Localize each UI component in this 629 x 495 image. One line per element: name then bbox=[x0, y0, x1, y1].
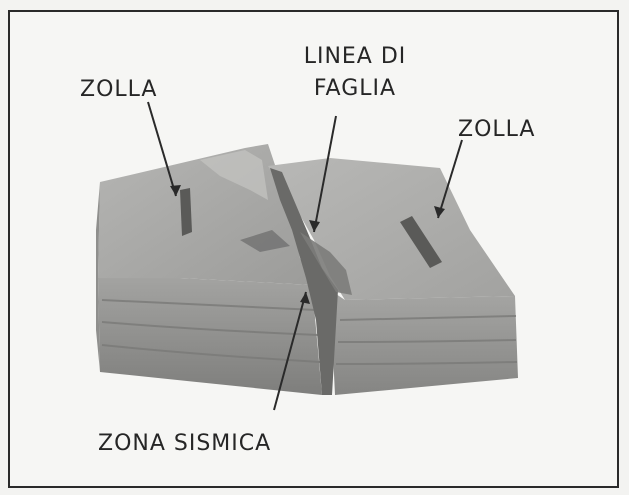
label-fault-line-bottom: FAGLIA bbox=[313, 76, 397, 101]
pointer-zolla-right bbox=[437, 139, 463, 219]
left-plate-side bbox=[96, 182, 100, 372]
pointer-zona-sismica bbox=[273, 291, 307, 411]
label-fault-line-top: LINEA DI bbox=[303, 44, 407, 69]
label-seismic-zone: ZONA SISMICA bbox=[98, 431, 272, 456]
label-zolla-left: ZOLLA bbox=[80, 77, 158, 102]
label-zolla-right: ZOLLA bbox=[458, 117, 536, 142]
left-plate-front bbox=[98, 278, 322, 395]
left-plate-motion-mark bbox=[180, 188, 192, 236]
pointer-lines bbox=[147, 101, 463, 411]
pointer-faglia bbox=[313, 115, 337, 233]
right-plate-motion-mark bbox=[400, 216, 442, 268]
pointer-zolla-left bbox=[147, 101, 177, 197]
strata-lines bbox=[101, 299, 518, 365]
fault-zone bbox=[270, 168, 338, 395]
